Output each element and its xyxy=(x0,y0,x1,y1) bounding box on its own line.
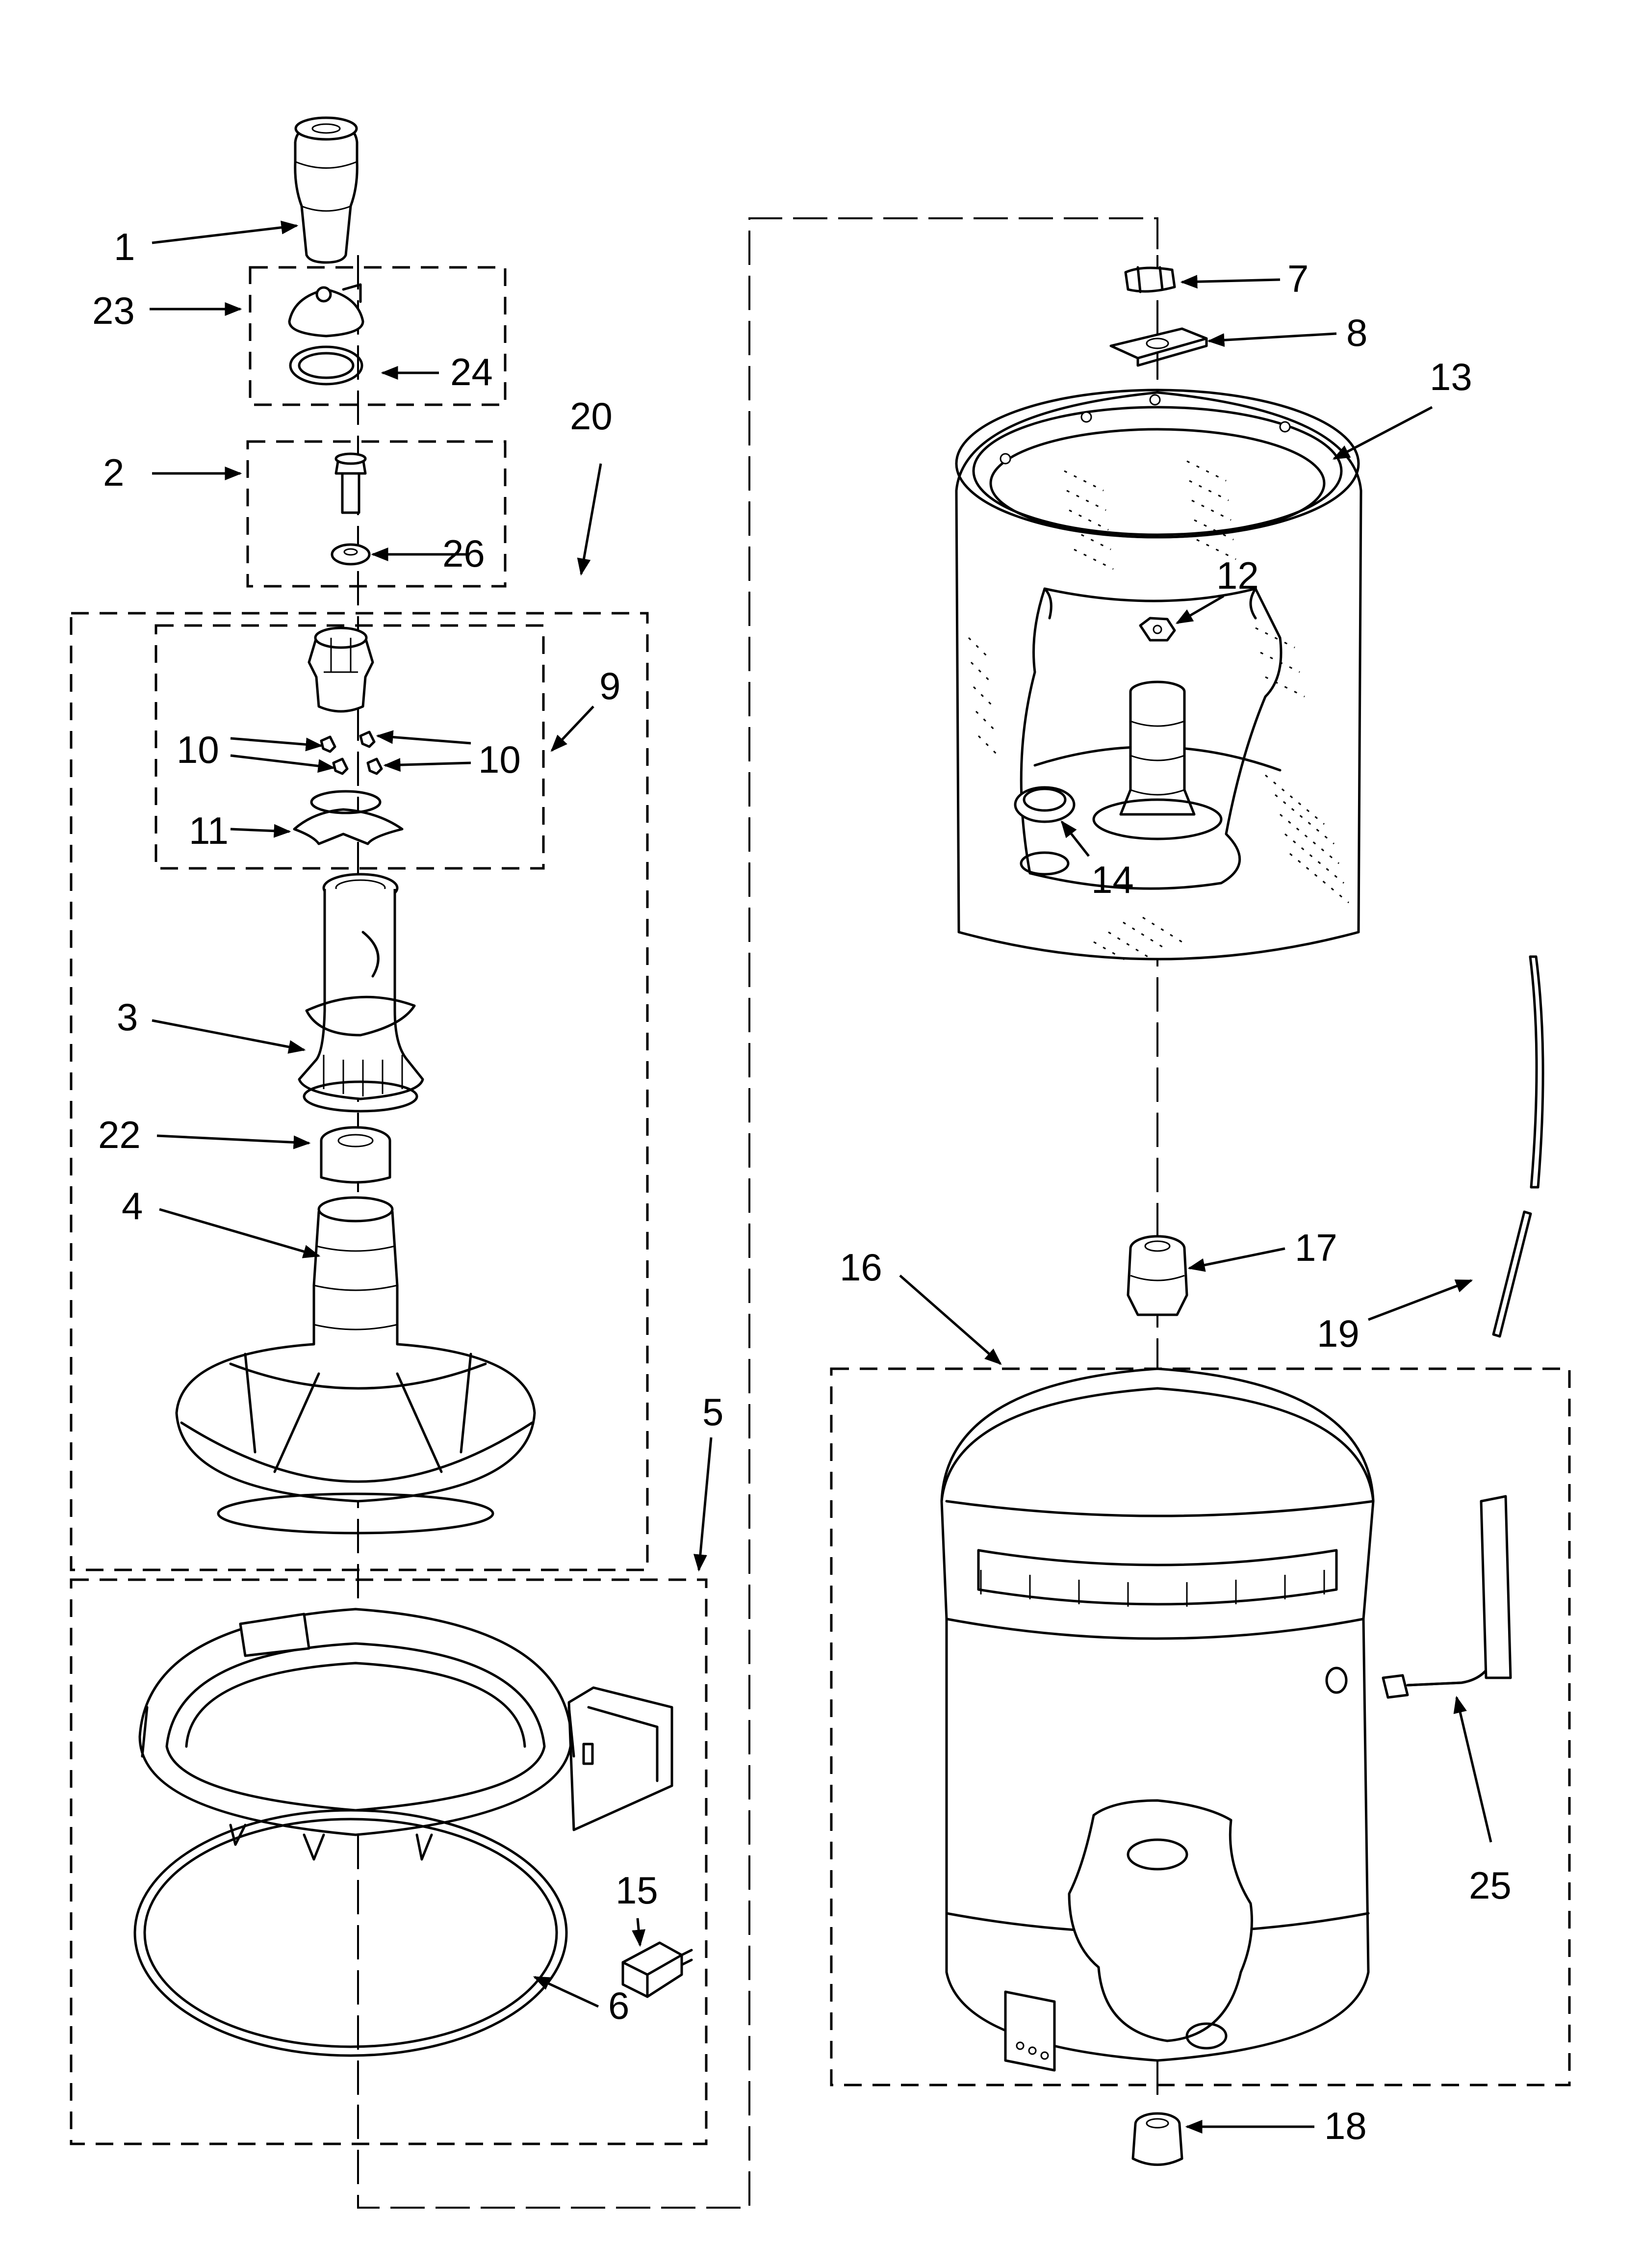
part-hose-19 xyxy=(1492,955,1544,1338)
callout-14: 14 xyxy=(1091,858,1134,901)
connector-frame xyxy=(357,217,1158,2209)
group-box-20 xyxy=(70,612,649,1571)
part-drive-bell-17 xyxy=(1127,1235,1188,1316)
callout-15: 15 xyxy=(616,1869,658,1912)
callout-22: 22 xyxy=(98,1113,141,1156)
group-box-23 xyxy=(249,266,507,406)
callout-20: 20 xyxy=(570,394,613,438)
callout-17: 17 xyxy=(1295,1226,1337,1269)
group-box-16 xyxy=(830,1367,1571,2086)
part-switch-15 xyxy=(621,1941,693,1998)
callout-26: 26 xyxy=(442,532,485,575)
group-boxes xyxy=(70,266,1571,2145)
callout-16: 16 xyxy=(840,1246,882,1289)
callout-10-right: 10 xyxy=(478,738,521,781)
part-cap-23 xyxy=(288,283,364,386)
part-cam-9 xyxy=(293,626,404,845)
callout-23: 23 xyxy=(92,289,135,332)
part-auger-3 xyxy=(298,873,424,1113)
callout-labels: 1 23 24 2 26 20 9 10 10 11 3 22 4 5 15 6… xyxy=(92,225,1512,2147)
callout-10-left: 10 xyxy=(177,728,219,771)
callout-9: 9 xyxy=(599,664,620,707)
callout-12: 12 xyxy=(1216,554,1259,597)
callout-5: 5 xyxy=(702,1390,723,1434)
part-tub-ring-5 xyxy=(138,1608,673,1861)
leader-arrows xyxy=(150,220,1492,2134)
part-seal-6 xyxy=(133,1809,568,2057)
part-clip-7 xyxy=(1124,266,1176,293)
callout-8: 8 xyxy=(1346,311,1367,354)
part-outer-tub-16 xyxy=(940,1367,1375,2072)
callout-1: 1 xyxy=(114,225,135,268)
group-box-9 xyxy=(154,624,545,870)
callout-24: 24 xyxy=(450,350,493,393)
callout-3: 3 xyxy=(117,995,138,1039)
callout-13: 13 xyxy=(1430,355,1472,398)
group-box-5 xyxy=(70,1578,708,2145)
part-agitator-base-4 xyxy=(175,1196,536,1535)
callout-6: 6 xyxy=(608,1984,629,2027)
callout-25: 25 xyxy=(1469,1864,1512,1907)
callout-4: 4 xyxy=(122,1184,143,1227)
part-softener-dispenser xyxy=(294,116,359,264)
part-bolt-2 xyxy=(331,452,371,566)
part-bracket-8 xyxy=(1109,327,1208,367)
callout-7: 7 xyxy=(1287,257,1308,300)
callout-2: 2 xyxy=(103,451,124,494)
part-basket-13 xyxy=(955,389,1362,963)
basket-perforations xyxy=(968,460,1349,963)
part-coupling-22 xyxy=(320,1126,391,1184)
callout-11: 11 xyxy=(189,809,229,852)
callout-18: 18 xyxy=(1324,2104,1367,2147)
group-box-2 xyxy=(246,440,507,588)
part-pressure-hose-25 xyxy=(1382,1495,1512,1699)
part-plug-18 xyxy=(1131,2112,1183,2166)
callout-19: 19 xyxy=(1317,1312,1360,1355)
